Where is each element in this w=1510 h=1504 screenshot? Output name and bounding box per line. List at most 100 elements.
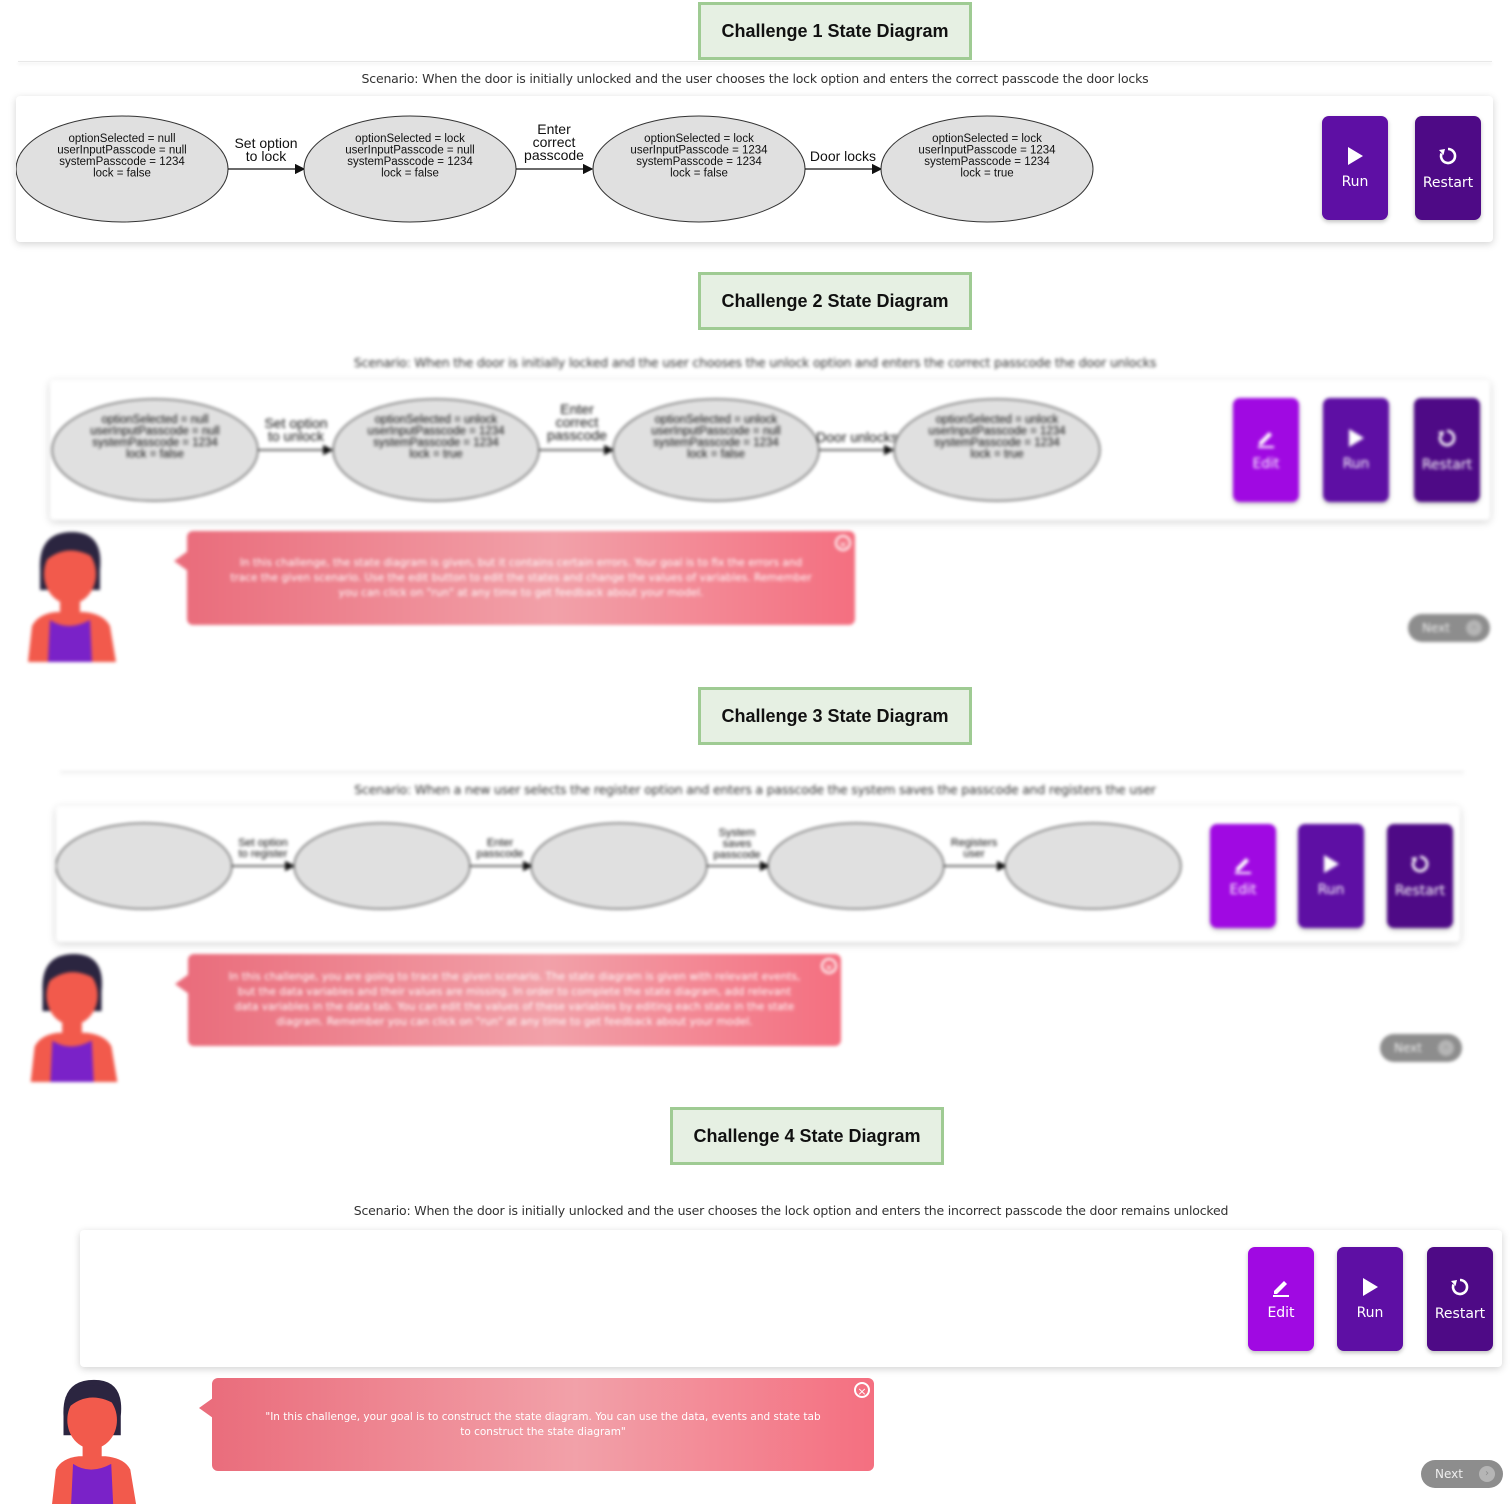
avatar-icon — [52, 1379, 137, 1504]
instruction-bubble: In this challenge, the state diagram is … — [174, 531, 855, 625]
chevron-right-icon: › — [1438, 1040, 1454, 1056]
state-node[interactable] — [1004, 822, 1182, 910]
divider — [60, 771, 1464, 772]
restart-label: Restart — [1394, 883, 1446, 899]
challenge-2-title: Challenge 2 State Diagram — [698, 272, 972, 330]
challenge-4-title: Challenge 4 State Diagram — [670, 1107, 944, 1165]
next-button[interactable]: Next › — [1421, 1460, 1503, 1488]
challenge-4-scenario: Scenario: When the door is initially unl… — [353, 1203, 1229, 1218]
run-label: Run — [1356, 1305, 1384, 1321]
restart-label: Restart — [1421, 457, 1473, 473]
edit-button[interactable]: Edit — [1248, 1247, 1314, 1351]
challenge-3-title: Challenge 3 State Diagram — [698, 687, 972, 745]
restart-icon — [1439, 147, 1457, 165]
restart-icon — [1411, 855, 1429, 873]
instruction-bubble: In this challenge, you are going to trac… — [175, 954, 841, 1046]
instruction-text: In this challenge, you are going to trac… — [228, 971, 801, 1028]
run-label: Run — [1341, 174, 1369, 190]
instruction-text: In this challenge, the state diagram is … — [230, 556, 812, 599]
close-icon[interactable]: × — [854, 1382, 870, 1398]
divider — [18, 61, 1492, 62]
run-label: Run — [1317, 882, 1345, 898]
restart-icon — [1451, 1278, 1469, 1296]
close-icon[interactable]: × — [821, 958, 837, 974]
instruction-bubble: "In this challenge, your goal is to cons… — [199, 1378, 874, 1471]
svg-text:Door locks: Door locks — [810, 148, 876, 164]
pencil-icon — [1235, 858, 1251, 874]
play-icon — [1363, 1278, 1378, 1296]
avatar-icon — [30, 953, 118, 1082]
run-button[interactable]: Run — [1323, 398, 1389, 502]
play-icon — [1349, 429, 1364, 447]
next-label: Next — [1435, 1467, 1463, 1481]
restart-label: Restart — [1434, 1306, 1486, 1322]
challenge-2-section: Challenge 2 State Diagram Scenario: When… — [0, 0, 1510, 670]
run-button[interactable]: Run — [1322, 116, 1388, 220]
restart-button[interactable]: Restart — [1414, 398, 1480, 502]
avatar-icon — [28, 532, 116, 662]
challenge-2-scenario: Scenario: When the door is initially loc… — [353, 355, 1157, 370]
restart-label: Restart — [1422, 175, 1474, 191]
restart-button[interactable]: Restart — [1387, 824, 1453, 928]
instruction-text: "In this challenge, your goal is to cons… — [265, 1410, 821, 1438]
next-button[interactable]: Next › — [1408, 614, 1490, 642]
svg-text:Door unlocks: Door unlocks — [816, 429, 898, 445]
next-label: Next — [1394, 1041, 1422, 1055]
edit-button[interactable]: Edit — [1233, 398, 1299, 502]
challenge-1-section: Challenge 1 State Diagram Scenario: When… — [0, 0, 1510, 250]
challenge-3-scenario: Scenario: When a new user selects the re… — [354, 782, 1156, 797]
chevron-right-icon: › — [1479, 1466, 1495, 1482]
challenge-3-section: Challenge 3 State Diagram Scenario: When… — [30, 687, 1464, 1082]
next-label: Next — [1422, 621, 1450, 635]
next-button[interactable]: Next › — [1380, 1034, 1462, 1062]
play-icon — [1324, 855, 1339, 873]
edit-label: Edit — [1229, 882, 1257, 898]
close-icon[interactable]: × — [835, 535, 851, 551]
run-button[interactable]: Run — [1337, 1247, 1403, 1351]
challenge-1-title: Challenge 1 State Diagram — [698, 2, 972, 60]
edit-label: Edit — [1267, 1305, 1295, 1321]
challenge-1-scenario: Scenario: When the door is initially unl… — [361, 71, 1149, 86]
edit-label: Edit — [1252, 456, 1280, 472]
run-label: Run — [1342, 456, 1370, 472]
pencil-icon — [1273, 1281, 1289, 1297]
pencil-icon — [1258, 432, 1274, 448]
chevron-right-icon: › — [1466, 620, 1482, 636]
restart-button[interactable]: Restart — [1427, 1247, 1493, 1351]
run-button[interactable]: Run — [1298, 824, 1364, 928]
edit-button[interactable]: Edit — [1210, 824, 1276, 928]
restart-icon — [1438, 429, 1456, 447]
restart-button[interactable]: Restart — [1415, 116, 1481, 220]
play-icon — [1348, 147, 1363, 165]
